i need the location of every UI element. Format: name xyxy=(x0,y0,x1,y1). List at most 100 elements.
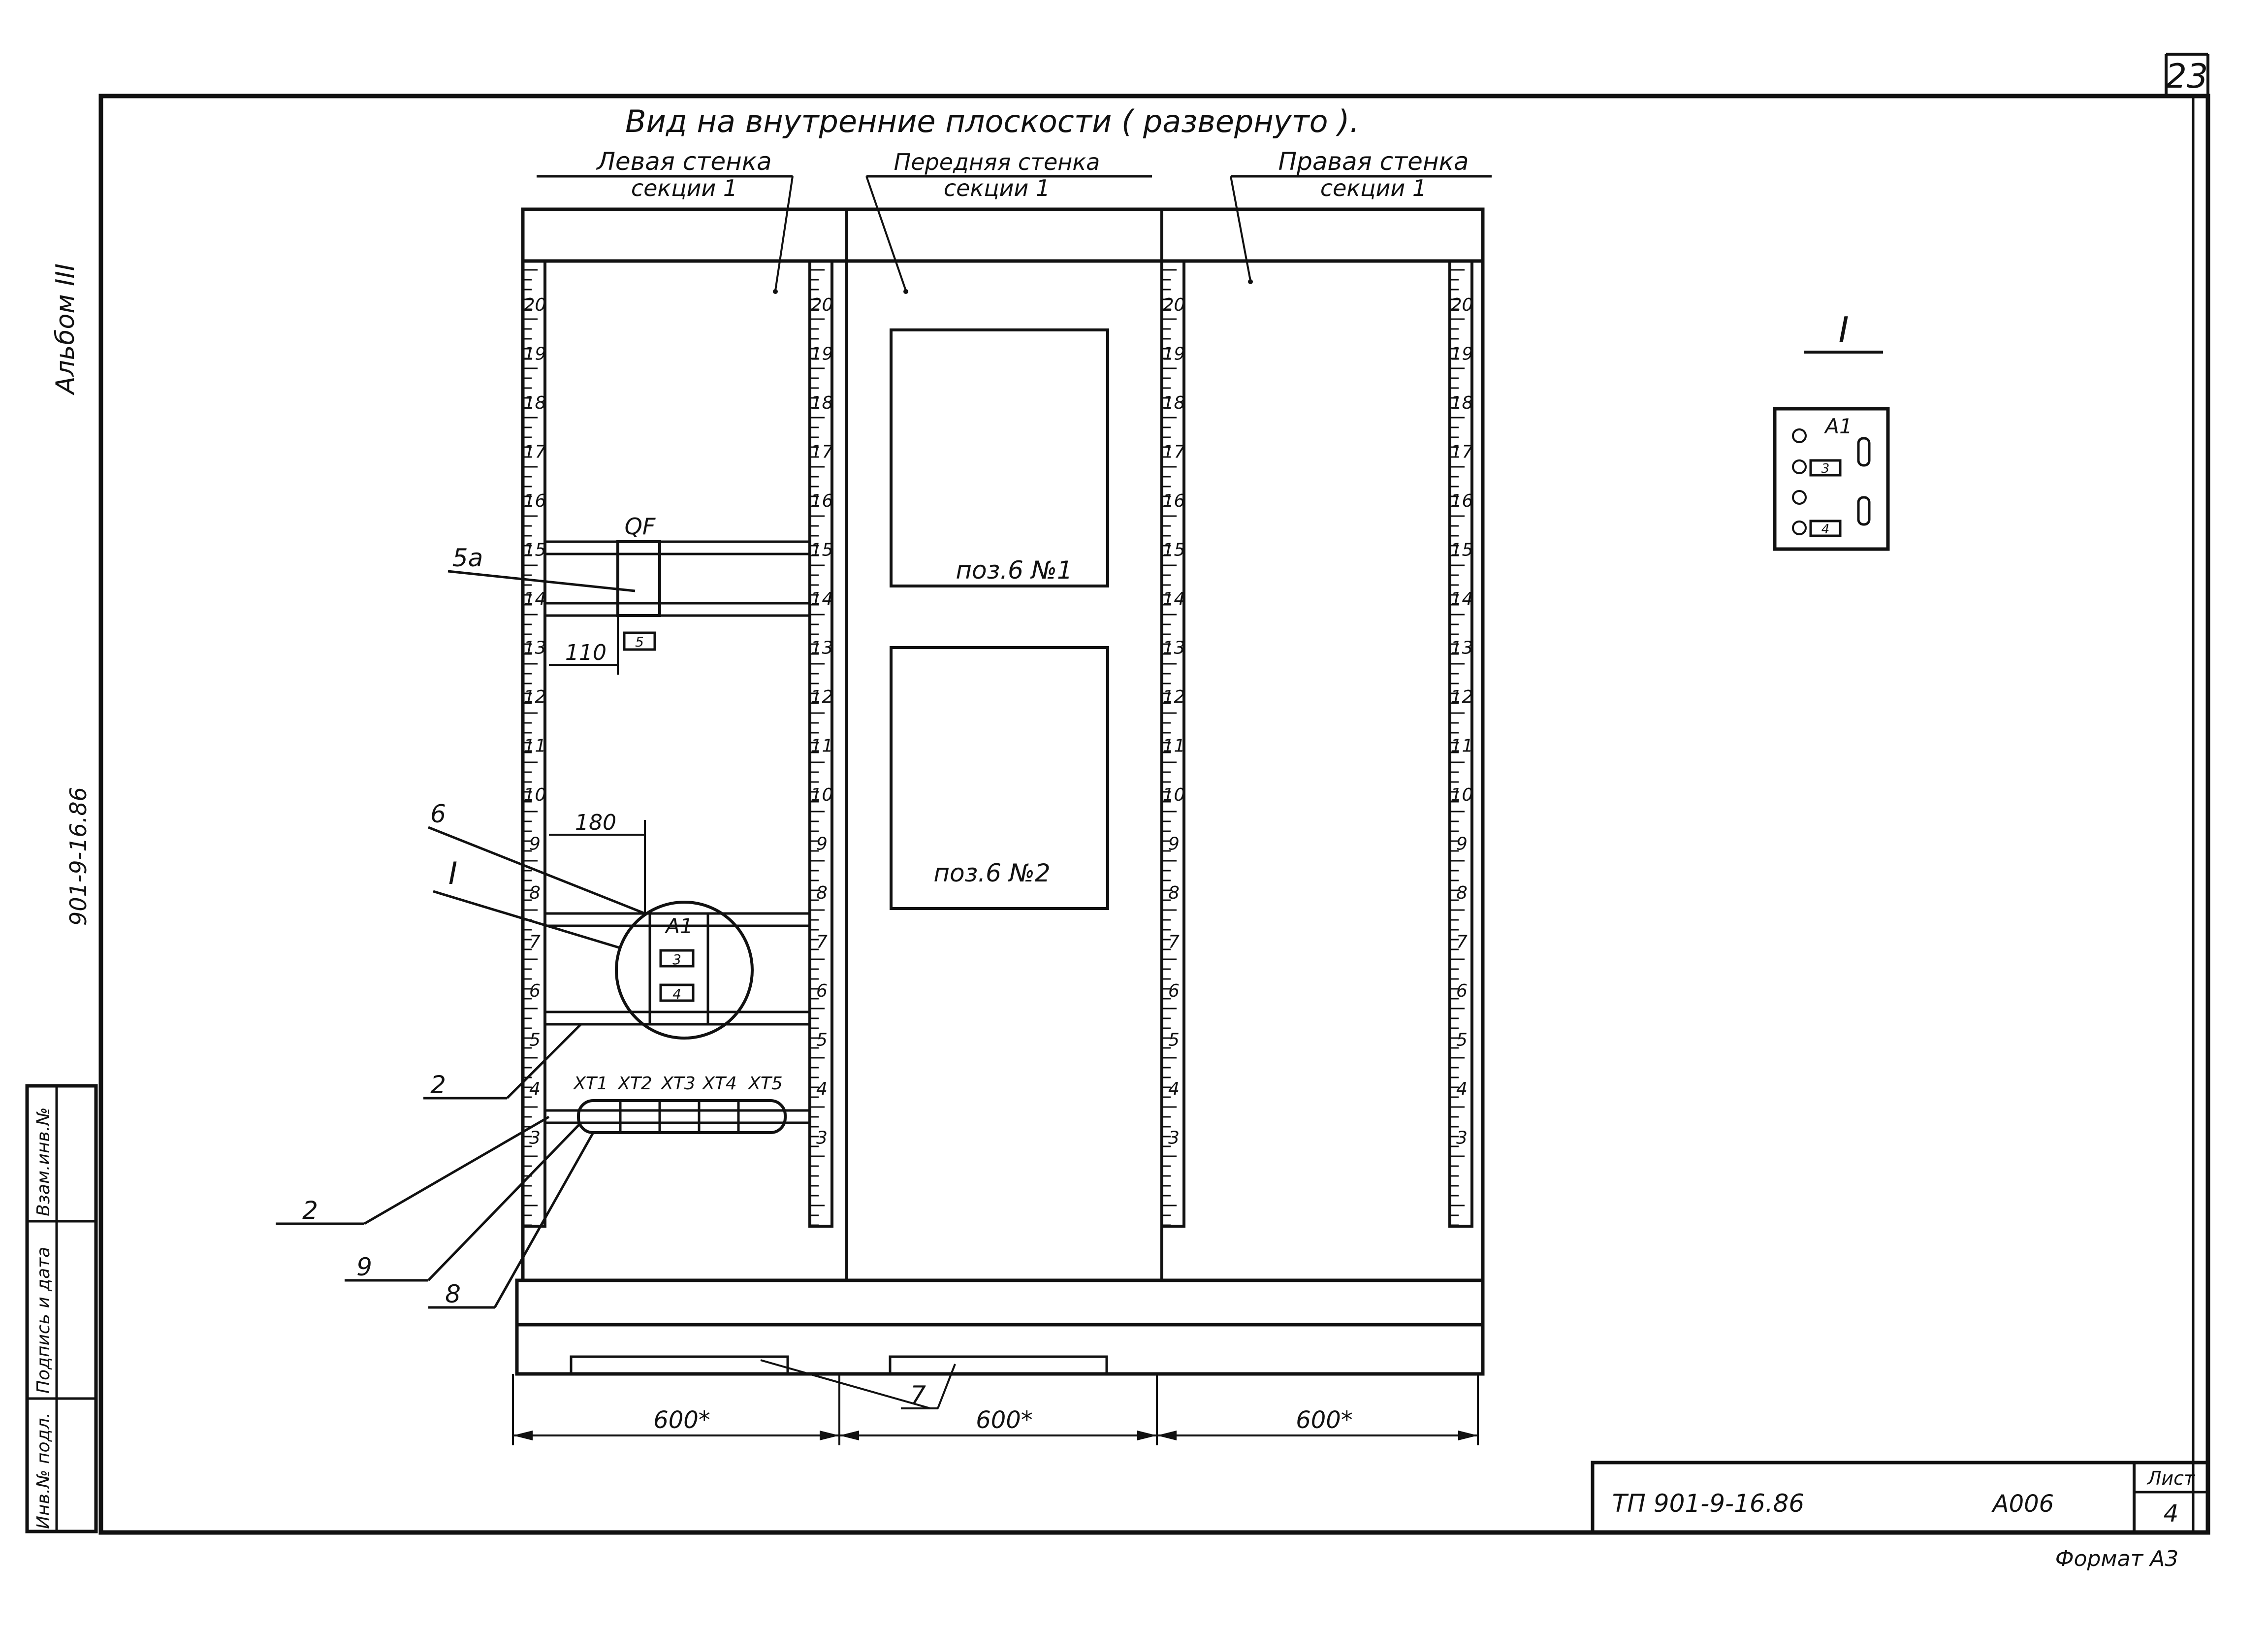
rail-number: 7 xyxy=(1456,932,1468,952)
rail-number: 8 xyxy=(1168,883,1180,903)
svg-text:Левая стенка: Левая стенка xyxy=(596,147,771,176)
rail-number: 15 xyxy=(811,540,833,560)
leader-5a: 5а xyxy=(447,544,636,592)
wall-title-front: Передняя стенка секции 1 xyxy=(866,149,1152,201)
rail-number: 3 xyxy=(529,1128,541,1148)
qf-breaker: QF 5 xyxy=(616,513,661,651)
leader-6: 6 xyxy=(428,800,645,915)
rail-number: 8 xyxy=(1456,883,1468,903)
leader-node-I: I xyxy=(433,855,621,949)
rail-number: 10 xyxy=(524,785,546,805)
rail-number: 16 xyxy=(524,491,546,511)
rail-number: 6 xyxy=(1168,981,1180,1001)
rail-number: 19 xyxy=(811,344,833,364)
svg-text:4: 4 xyxy=(672,986,681,1002)
rail-number: 19 xyxy=(1451,344,1473,364)
dim-width-2: 600* xyxy=(976,1406,1033,1434)
rail-number: 9 xyxy=(816,834,828,854)
wall-title-left: Левая стенка секции 1 xyxy=(537,147,793,201)
rail-number: 7 xyxy=(1168,932,1180,952)
rail-number: 18 xyxy=(524,393,546,413)
svg-text:180: 180 xyxy=(575,810,616,835)
terminal-block xyxy=(544,1099,810,1134)
rail-number: 17 xyxy=(524,442,546,462)
rail-number: 13 xyxy=(524,638,546,658)
rail-number: 3 xyxy=(1456,1128,1468,1148)
detail-I: I А1 3 4 xyxy=(1773,309,1890,551)
rail-number: 10 xyxy=(1163,785,1185,805)
rail-number: 20 xyxy=(811,295,833,315)
rail-number: 18 xyxy=(811,393,833,413)
page-number: 23 xyxy=(2166,57,2208,96)
terminal-label: XT4 xyxy=(702,1074,737,1094)
title-code: ТП 901-9-16.86 xyxy=(1612,1489,1805,1518)
rail-number: 9 xyxy=(1168,834,1180,854)
rail-strip xyxy=(808,260,833,1228)
svg-text:3: 3 xyxy=(672,951,681,968)
rail-number: 14 xyxy=(811,589,833,609)
terminal-label: XT1 xyxy=(573,1074,608,1094)
rail-number: 8 xyxy=(529,883,541,903)
rail-number: 5 xyxy=(529,1030,541,1050)
rail-number: 14 xyxy=(1163,589,1185,609)
leader-8: 8 xyxy=(428,1132,595,1309)
svg-text:секции 1: секции 1 xyxy=(631,175,737,201)
leader-2-upper: 2 xyxy=(423,1023,582,1100)
terminal-label: XT5 xyxy=(747,1074,783,1094)
rail-number: 15 xyxy=(524,540,546,560)
terminal-label: XT3 xyxy=(660,1074,696,1094)
rail-number: 16 xyxy=(1163,491,1185,511)
rail-number: 15 xyxy=(1451,540,1473,560)
rail-number: 13 xyxy=(1163,638,1185,658)
rail-number: 10 xyxy=(811,785,833,805)
wall-title-leaders xyxy=(773,176,1253,294)
svg-text:секции 1: секции 1 xyxy=(944,175,1050,201)
stamp-inv-podl: Инв.№ подл. xyxy=(33,1412,54,1529)
svg-text:секции 1: секции 1 xyxy=(1320,175,1427,201)
rail-number: 9 xyxy=(1456,834,1468,854)
rail-number: 20 xyxy=(1451,295,1473,315)
rail-number: 10 xyxy=(1451,785,1473,805)
stamp-vzam: Взам.инв.№ xyxy=(33,1107,54,1216)
dim-110: 110 xyxy=(549,616,619,675)
rail-number: 9 xyxy=(529,834,541,854)
rail-number: 17 xyxy=(1163,442,1185,462)
dim-width-3: 600* xyxy=(1296,1406,1353,1434)
rail-number: 20 xyxy=(1163,295,1185,315)
svg-text:4: 4 xyxy=(1821,522,1830,537)
side-drawing-code: 901-9-16.86 xyxy=(65,787,92,926)
album-label: Альбом III xyxy=(51,263,80,395)
svg-text:6: 6 xyxy=(430,800,446,828)
rail-number: 8 xyxy=(816,883,828,903)
sheet-label: Лист xyxy=(2146,1467,2196,1489)
rail-strip xyxy=(1448,260,1473,1228)
svg-text:I: I xyxy=(448,855,457,891)
rail-number: 4 xyxy=(529,1079,541,1099)
pos5-label: 5 xyxy=(635,634,644,650)
rail-number: 4 xyxy=(816,1079,828,1099)
rail-number: 3 xyxy=(1168,1128,1180,1148)
rail-number: 11 xyxy=(1163,736,1185,756)
panel-1-label: поз.6 №1 xyxy=(956,556,1072,585)
svg-text:9: 9 xyxy=(356,1253,372,1281)
sheet-frame xyxy=(98,53,2210,1535)
rail-number: 5 xyxy=(816,1030,828,1050)
svg-text:А1: А1 xyxy=(1823,414,1852,438)
svg-text:110: 110 xyxy=(565,640,607,665)
rail-number: 7 xyxy=(816,932,828,952)
rail-number: 12 xyxy=(524,687,546,707)
dim-width-1: 600* xyxy=(653,1406,710,1434)
rail-number: 13 xyxy=(811,638,833,658)
din-rails-left-wall xyxy=(544,540,810,1026)
svg-text:7: 7 xyxy=(910,1381,926,1409)
rail-number: 16 xyxy=(1451,491,1473,511)
rail-number: 12 xyxy=(811,687,833,707)
rail-number: 12 xyxy=(1451,687,1473,707)
rail-number: 3 xyxy=(816,1128,828,1148)
svg-text:8: 8 xyxy=(445,1280,461,1308)
rail-number: 4 xyxy=(1456,1079,1468,1099)
svg-text:2: 2 xyxy=(430,1071,446,1099)
panel-2-label: поз.6 №2 xyxy=(933,859,1050,887)
rail-number: 16 xyxy=(811,491,833,511)
